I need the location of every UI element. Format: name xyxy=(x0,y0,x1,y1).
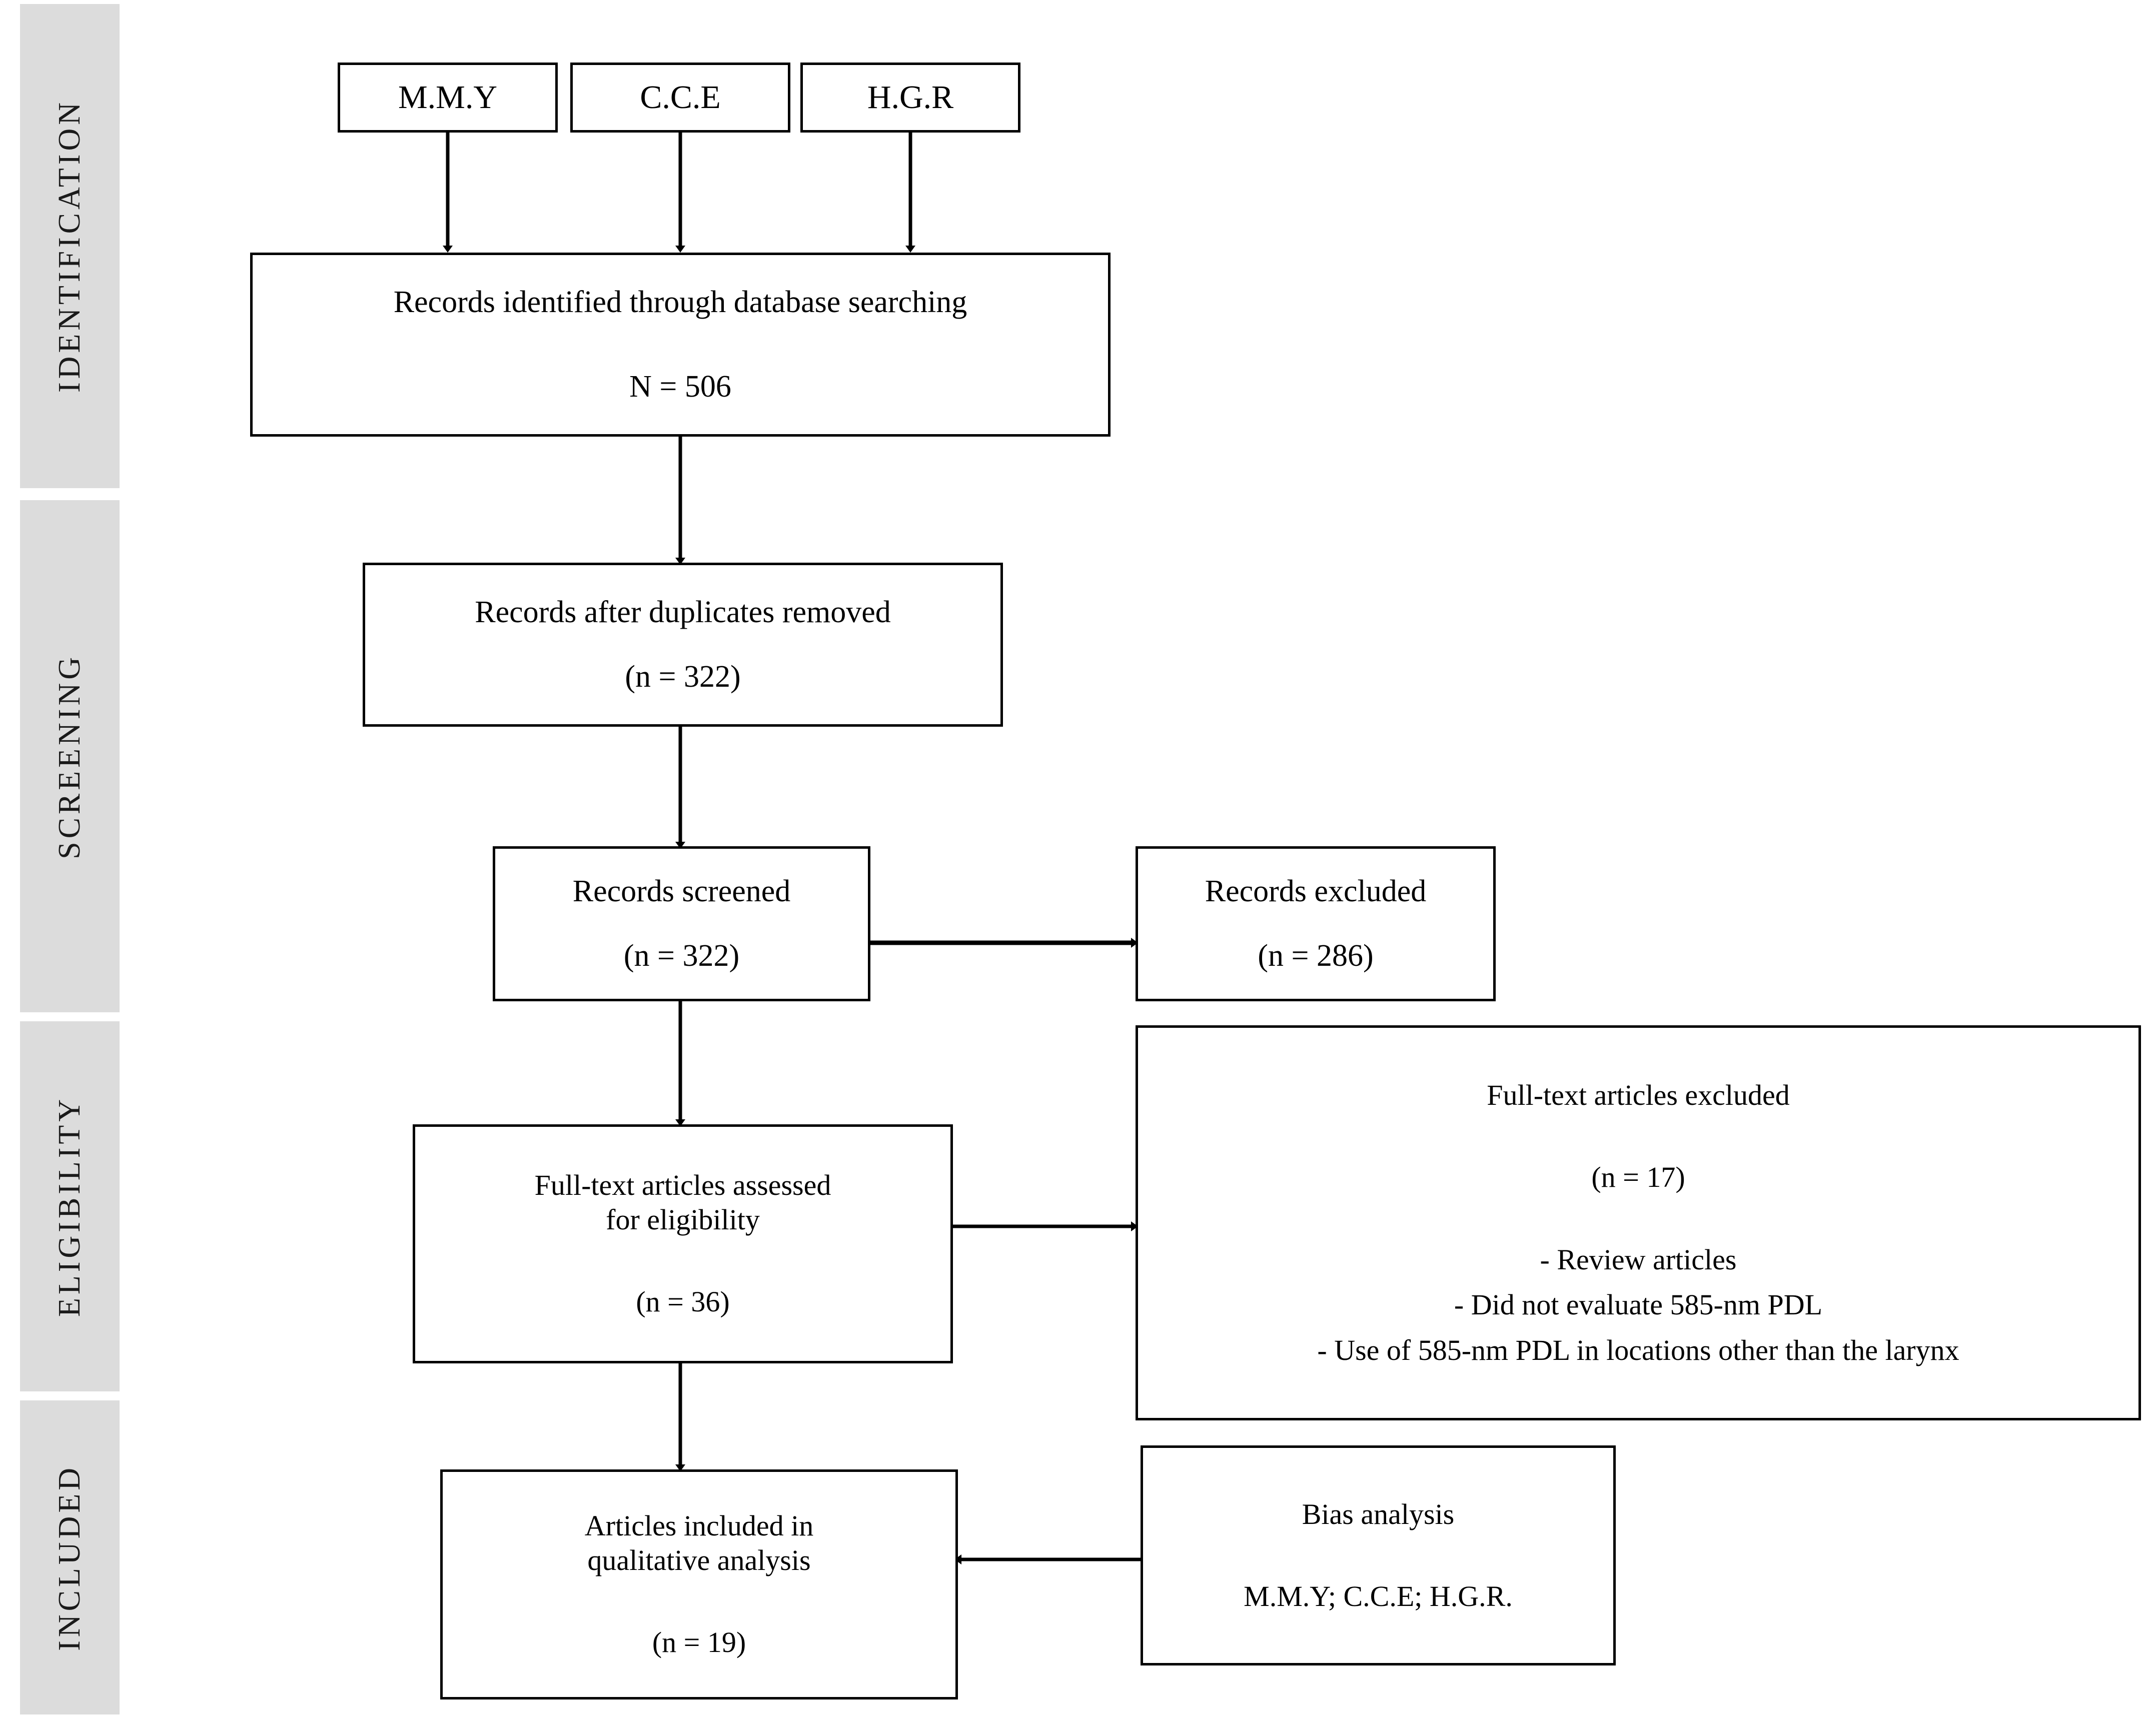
author-box-mmy[interactable]: M.M.Y xyxy=(338,63,558,133)
records-excluded-title: Records excluded xyxy=(1205,874,1427,908)
box-bias-analysis[interactable]: Bias analysis M.M.Y; C.C.E; H.G.R. xyxy=(1141,1445,1616,1665)
records-screened-title: Records screened xyxy=(572,874,791,908)
box-records-screened[interactable]: Records screened (n = 322) xyxy=(493,846,870,1001)
bias-analysis-reviewers: M.M.Y; C.C.E; H.G.R. xyxy=(1244,1580,1513,1612)
stage-band-identification: IDENTIFICATION xyxy=(20,4,120,488)
stage-label-eligibility: ELIGIBILITY xyxy=(53,1096,87,1317)
fulltext-excluded-reason-1: - Review articles xyxy=(1540,1243,1737,1276)
stage-label-screening: SCREENING xyxy=(53,653,87,859)
records-identified-count: N = 506 xyxy=(629,370,731,404)
box-fulltext-assessed[interactable]: Full-text articles assessed for eligibil… xyxy=(413,1124,953,1363)
stage-label-identification: IDENTIFICATION xyxy=(53,99,87,393)
fulltext-excluded-reason-3: - Use of 585-nm PDL in locations other t… xyxy=(1317,1333,1959,1366)
records-after-duplicates-title: Records after duplicates removed xyxy=(475,595,891,629)
fulltext-assessed-title-line2: for eligibility xyxy=(606,1203,760,1236)
box-articles-included[interactable]: Articles included in qualitative analysi… xyxy=(440,1469,958,1699)
stage-label-included: INCLUDED xyxy=(53,1464,87,1651)
stage-band-included: INCLUDED xyxy=(20,1400,120,1714)
box-records-excluded[interactable]: Records excluded (n = 286) xyxy=(1136,846,1496,1001)
author-box-cce[interactable]: C.C.E xyxy=(570,63,790,133)
stage-band-eligibility: ELIGIBILITY xyxy=(20,1021,120,1391)
records-identified-title: Records identified through database sear… xyxy=(393,285,967,319)
articles-included-count: (n = 19) xyxy=(652,1626,746,1659)
author-label-hgr: H.G.R xyxy=(867,79,954,116)
author-box-hgr[interactable]: H.G.R xyxy=(800,63,1020,133)
author-label-mmy: M.M.Y xyxy=(398,79,498,116)
records-after-duplicates-count: (n = 322) xyxy=(625,660,741,694)
fulltext-assessed-title-line1: Full-text articles assessed xyxy=(534,1169,831,1202)
fulltext-excluded-title: Full-text articles excluded xyxy=(1487,1078,1790,1111)
fulltext-excluded-count: (n = 17) xyxy=(1591,1161,1685,1194)
records-excluded-count: (n = 286) xyxy=(1258,939,1374,973)
author-label-cce: C.C.E xyxy=(640,79,721,116)
bias-analysis-title: Bias analysis xyxy=(1302,1497,1455,1530)
box-records-after-duplicates[interactable]: Records after duplicates removed (n = 32… xyxy=(363,563,1003,727)
fulltext-excluded-reason-2: - Did not evaluate 585-nm PDL xyxy=(1454,1288,1823,1321)
articles-included-title-line2: qualitative analysis xyxy=(587,1543,811,1576)
box-records-identified[interactable]: Records identified through database sear… xyxy=(250,253,1111,437)
box-fulltext-excluded[interactable]: Full-text articles excluded (n = 17) - R… xyxy=(1136,1025,2141,1420)
articles-included-title-line1: Articles included in xyxy=(584,1509,814,1542)
fulltext-assessed-count: (n = 36) xyxy=(636,1285,730,1318)
stage-band-screening: SCREENING xyxy=(20,500,120,1012)
records-screened-count: (n = 322) xyxy=(623,939,740,973)
